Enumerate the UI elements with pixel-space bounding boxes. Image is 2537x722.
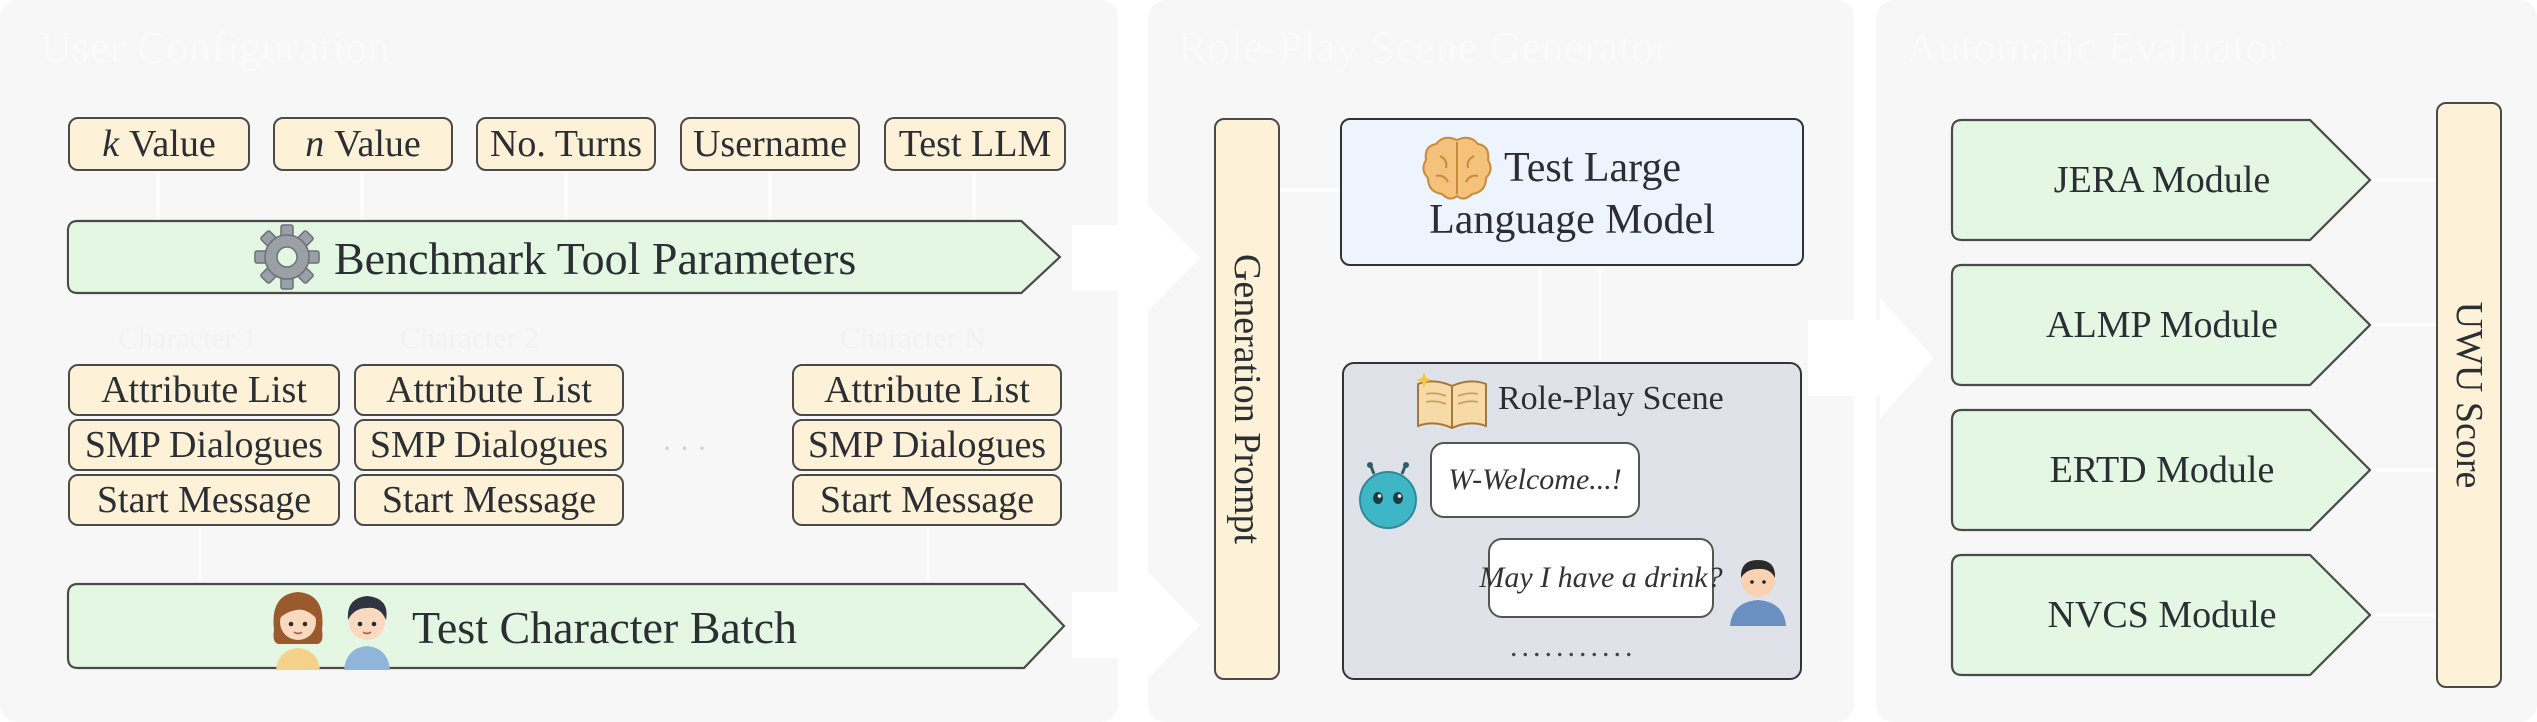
char2-smp-dialogues-label: SMP Dialogues: [369, 424, 609, 466]
book-icon: [1416, 372, 1487, 430]
k-variable: k: [102, 123, 120, 165]
charn-start-message: Start Message: [792, 474, 1062, 526]
char1-start-message: Start Message: [68, 474, 340, 526]
brain-icon: [1422, 136, 1492, 200]
ertd-module-label: ERTD Module: [2049, 449, 2275, 491]
uwu-score-bar: UWU Score: [2436, 102, 2502, 688]
test-llm-box: [1340, 118, 1804, 266]
charn-start-message-label: Start Message: [819, 479, 1035, 521]
uwu-score-label: UWU Score: [2448, 301, 2490, 489]
char1-start-message-label: Start Message: [96, 479, 312, 521]
character-2-header: Character 2: [400, 322, 540, 355]
char1-smp-dialogues-label: SMP Dialogues: [84, 424, 324, 466]
llm-label-line1: Test Large: [1504, 145, 1682, 191]
char1-smp-dialogues: SMP Dialogues: [68, 419, 340, 471]
char1-attribute-list-label: Attribute List: [101, 369, 307, 411]
charn-attribute-list-label: Attribute List: [824, 369, 1030, 411]
character-n-header: Character N: [840, 322, 986, 355]
username-label: Username: [692, 123, 848, 165]
char2-start-message: Start Message: [354, 474, 624, 526]
charn-attribute-list: Attribute List: [792, 364, 1062, 416]
evaluator-panel-title: Automatic Evaluator: [1906, 23, 2284, 72]
person-icon: [1730, 560, 1786, 626]
char2-attribute-list-label: Attribute List: [386, 369, 592, 411]
test-llm-chip: Test LLM: [884, 117, 1066, 171]
n-value-label: Value: [334, 123, 421, 165]
module-arrows: [1950, 118, 2372, 677]
benchmark-arrow-shape: [66, 219, 1062, 295]
characters-ellipsis: · · ·: [662, 432, 707, 465]
almp-module-label: ALMP Module: [2046, 304, 2278, 346]
scene-continuation-dots: ...........: [1510, 630, 1637, 663]
generator-panel-title: Role-Play Scene Generator: [1178, 23, 1670, 72]
char1-attribute-list: Attribute List: [68, 364, 340, 416]
username-chip: Username: [680, 117, 860, 171]
boy-avatar-icon: [344, 596, 390, 670]
girl-avatar-icon: [273, 592, 323, 670]
no-turns-chip: No. Turns: [476, 117, 656, 171]
test-llm-label: Test LLM: [898, 123, 1052, 165]
nvcs-module-label: NVCS Module: [2047, 594, 2277, 636]
bot-message-bubble: W-Welcome...!: [1430, 442, 1640, 518]
user-message-text: May I have a drink?: [1479, 561, 1723, 594]
char2-smp-dialogues: SMP Dialogues: [354, 419, 624, 471]
bot-message-text: W-Welcome...!: [1448, 463, 1622, 496]
charn-smp-dialogues-label: SMP Dialogues: [807, 424, 1047, 466]
n-variable: n: [305, 123, 325, 165]
k-value-label: Value: [129, 123, 216, 165]
config-panel-title: User Configuration: [40, 23, 390, 72]
generation-prompt-label: Generation Prompt: [1226, 253, 1268, 545]
jera-module-label: JERA Module: [2053, 159, 2271, 201]
user-message-bubble: May I have a drink?: [1479, 538, 1723, 618]
charn-smp-dialogues: SMP Dialogues: [792, 419, 1062, 471]
benchmark-label: Benchmark Tool Parameters: [334, 232, 857, 284]
llm-label-line2: Language Model: [1429, 197, 1715, 243]
gear-icon: [254, 224, 320, 290]
generation-prompt-bar: Generation Prompt: [1214, 118, 1280, 680]
robot-icon: [1359, 462, 1417, 529]
character-1-header: Character 1: [118, 322, 258, 355]
char2-start-message-label: Start Message: [381, 479, 597, 521]
no-turns-label: No. Turns: [489, 123, 643, 165]
scene-title: Role-Play Scene: [1498, 380, 1724, 417]
char2-attribute-list: Attribute List: [354, 364, 624, 416]
batch-label: Test Character Batch: [412, 601, 798, 653]
